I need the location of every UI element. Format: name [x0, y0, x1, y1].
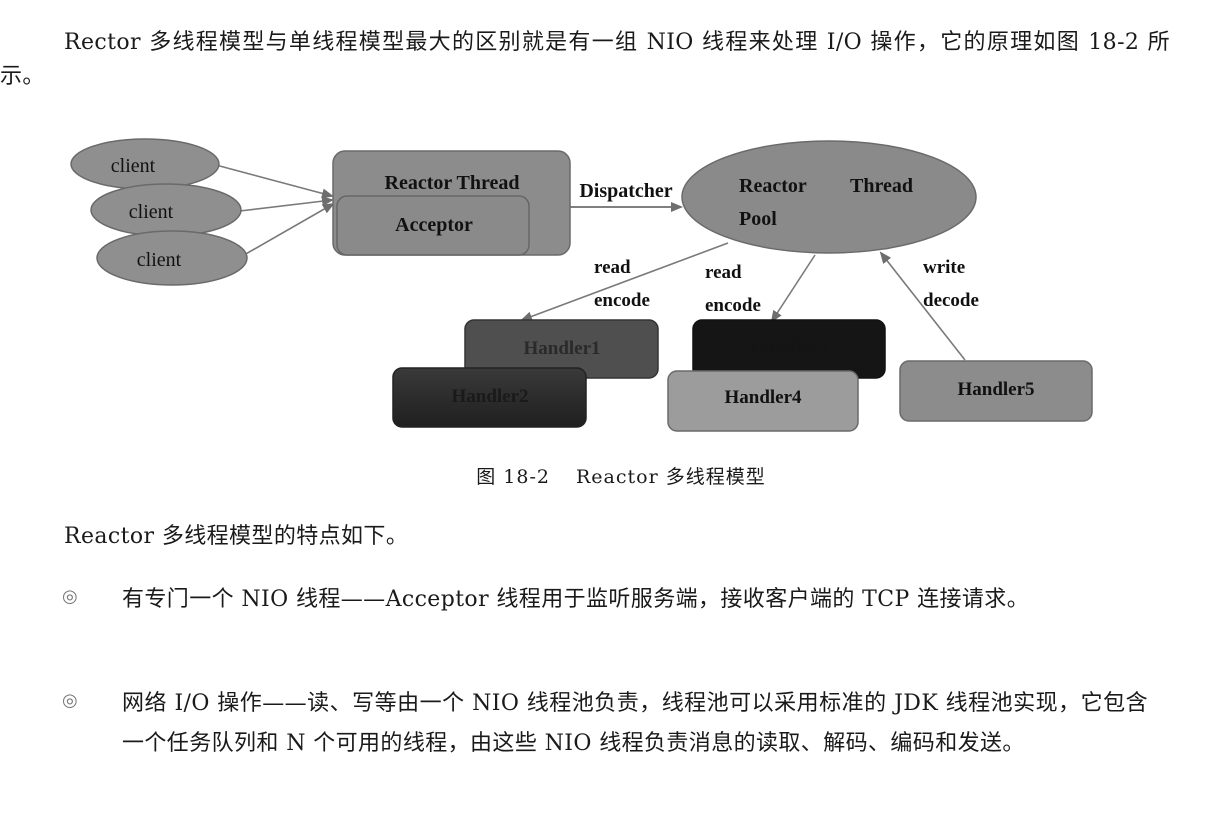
pool-label-thread: Thread [850, 175, 913, 197]
client-label-1: client [111, 155, 156, 177]
acceptor-label: Acceptor [395, 214, 473, 236]
features-heading: Reactor 多线程模型的特点如下。 [64, 524, 409, 549]
label-right-write: write [923, 257, 965, 278]
figure-caption: 图 18-2 Reactor 多线程模型 [0, 462, 1228, 489]
handler2-label: Handler2 [451, 386, 528, 407]
arrow-client1-to-reactor [215, 164, 334, 199]
handler5-label: Handler5 [957, 379, 1034, 400]
handler2-box: Handler2 [392, 367, 587, 428]
bullet-text-1: 有专门一个 NIO 线程——Acceptor 线程用于监听服务端，接收客户端的 … [122, 587, 1030, 612]
handler5-box: Handler5 [899, 360, 1093, 422]
handler3-label: Handler3 [750, 336, 827, 357]
arrow-pool-to-handler1 [520, 242, 729, 322]
handler4-label: Handler4 [724, 387, 802, 408]
client-label-2: client [129, 201, 174, 223]
arrow-handler5-to-pool [879, 251, 966, 361]
arrow-client3-to-reactor [243, 203, 335, 256]
figure-number: 图 18-2 [476, 466, 550, 488]
pool-label-pool: Pool [739, 208, 777, 230]
reactor-thread-pool: Reactor Thread Pool [681, 140, 977, 254]
bullet-marker-1: ◎ [62, 586, 78, 607]
client-node-2: client [90, 183, 242, 237]
client-node-1: client [70, 138, 220, 190]
dispatcher-label: Dispatcher [579, 180, 672, 202]
acceptor-box: Acceptor [336, 195, 530, 256]
bullet-text-2: 网络 I/O 操作——读、写等由一个 NIO 线程池负责，线程池可以采用标准的 … [122, 691, 1148, 756]
arrow-client2-to-reactor [239, 196, 334, 212]
client-node-3: client [96, 230, 248, 286]
handler1-box: Handler1 [464, 319, 659, 379]
intro-paragraph: Rector 多线程模型与单线程模型最大的区别就是有一组 NIO 线程来处理 I… [0, 30, 1170, 89]
label-mid-read: read [705, 262, 742, 283]
reactor-multithread-diagram: client client client Reactor Thread Acce… [70, 138, 1093, 432]
label-left-read: read [594, 257, 631, 278]
figure-title: Reactor 多线程模型 [576, 466, 766, 488]
reactor-thread-title: Reactor Thread [385, 172, 520, 194]
handler4-box: Handler4 [667, 370, 859, 432]
bullet-marker-2: ◎ [62, 690, 78, 711]
pool-label-reactor: Reactor [739, 175, 807, 197]
label-left-encode: encode [594, 290, 650, 311]
label-right-decode: decode [923, 290, 979, 311]
arrow-pool-to-handler3 [770, 254, 816, 323]
client-label-3: client [137, 249, 182, 271]
handler1-label: Handler1 [523, 338, 600, 359]
label-mid-encode: encode [705, 295, 761, 316]
handler3-box: Handler3 [692, 319, 886, 379]
